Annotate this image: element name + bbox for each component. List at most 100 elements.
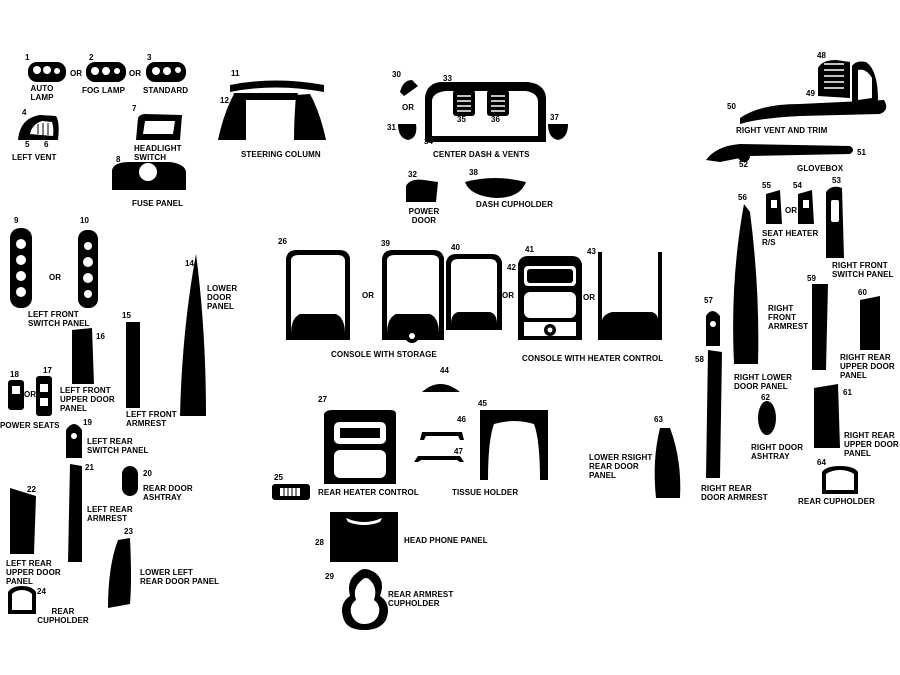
- or-separator: OR: [785, 206, 797, 215]
- or-separator: OR: [502, 291, 514, 300]
- part-number: 52: [739, 160, 748, 169]
- part-14-lower-door-panel: [180, 254, 206, 416]
- label-rear-cupholder-left: REAR CUPHOLDER: [37, 607, 89, 625]
- label-power-door: POWER DOOR: [408, 207, 440, 225]
- or-separator: OR: [49, 273, 61, 282]
- part-22-left-rear-upper-door-panel: [10, 488, 36, 554]
- part-25-rear-heater-control: [272, 484, 310, 500]
- label-left-rear-armrest: LEFT REAR ARMREST: [87, 505, 133, 523]
- part-8-fuse-panel: [112, 162, 186, 190]
- part-number: 2: [89, 53, 94, 62]
- label-left-front-switch-panel: LEFT FRONT SWITCH PANEL: [28, 310, 90, 328]
- part-number: 43: [587, 247, 596, 256]
- label-power-seats: POWER SEATS: [0, 421, 60, 430]
- label-right-rear-upper-door-panel-bottom: RIGHT REAR UPPER DOOR PANEL: [844, 431, 899, 458]
- part-number: 51: [857, 148, 866, 157]
- part-number: 40: [451, 243, 460, 252]
- part-31: [398, 124, 417, 140]
- part-number: 49: [806, 89, 815, 98]
- part-number: 18: [10, 370, 19, 379]
- part-number: 45: [478, 399, 487, 408]
- label-left-front-armrest: LEFT FRONT ARMREST: [126, 410, 177, 428]
- part-number: 41: [525, 245, 534, 254]
- part-44: [422, 384, 460, 392]
- part-number: 6: [44, 140, 49, 149]
- part-21-left-rear-armrest: [68, 464, 82, 562]
- label-steering-column: STEERING COLUMN: [241, 150, 321, 159]
- part-number: 42: [507, 263, 516, 272]
- part-number: 48: [817, 51, 826, 60]
- label-lower-rsight-rear-door-panel: LOWER RSIGHT REAR DOOR PANEL: [589, 453, 653, 480]
- label-fuse-panel: FUSE PANEL: [132, 199, 184, 208]
- part-48-right-vent: [818, 60, 878, 104]
- part-23-lower-left-rear-door-panel: [108, 538, 131, 608]
- part-46: [420, 432, 464, 440]
- part-number: 56: [738, 193, 747, 202]
- part-number: 63: [654, 415, 663, 424]
- part-26-console: [286, 250, 350, 340]
- part-number: 50: [727, 102, 736, 111]
- part-63-lower-right-rear-door-panel: [654, 428, 681, 498]
- label-headlight-switch: HEADLIGHT SWITCH: [134, 144, 182, 162]
- part-32-power-door: [406, 179, 438, 202]
- part-54-seat-heater: [798, 190, 814, 224]
- part-number: 14: [185, 259, 194, 268]
- label-dash-cupholder: DASH CUPHOLDER: [476, 200, 553, 209]
- part-number: 8: [116, 155, 121, 164]
- part-24-rear-cupholder: [8, 586, 36, 614]
- part-number: 26: [278, 237, 287, 246]
- part-45-tissue-holder: [480, 410, 548, 480]
- part-number: 33: [443, 74, 452, 83]
- label-left-vent: LEFT VENT: [12, 153, 57, 162]
- part-number: 23: [124, 527, 133, 536]
- label-tissue-holder: TISSUE HOLDER: [452, 488, 519, 497]
- part-1-auto-lamp: [28, 62, 66, 82]
- part-33-center-dash: [425, 82, 546, 142]
- part-11-steering-column: [218, 80, 326, 140]
- part-number: 60: [858, 288, 867, 297]
- part-number: 28: [315, 538, 324, 547]
- label-left-rear-upper-door-panel: LEFT REAR UPPER DOOR PANEL: [6, 559, 61, 586]
- label-right-door-ashtray: RIGHT DOOR ASHTRAY: [751, 443, 804, 461]
- label-console-with-storage: CONSOLE WITH STORAGE: [331, 350, 437, 359]
- part-2-fog-lamp: [86, 62, 126, 82]
- part-38-dash-cupholder: [465, 178, 526, 198]
- part-number: 25: [274, 473, 283, 482]
- label-auto-lamp: AUTO LAMP: [30, 84, 54, 102]
- label-fog-lamp: FOG LAMP: [82, 86, 126, 95]
- part-number: 37: [550, 113, 559, 122]
- part-4-left-vent: [18, 115, 59, 140]
- part-number: 31: [387, 123, 396, 132]
- part-number: 13: [285, 92, 294, 101]
- part-number: 19: [83, 418, 92, 427]
- part-41-console-heater-control: [518, 256, 582, 340]
- part-30: [400, 80, 418, 96]
- label-right-front-switch-panel: RIGHT FRONT SWITCH PANEL: [832, 261, 894, 279]
- part-19-left-rear-switch-panel: [66, 424, 82, 458]
- label-right-front-armrest: RIGHT FRONT ARMREST: [768, 304, 809, 331]
- label-center-dash-vents: CENTER DASH & VENTS: [433, 150, 530, 159]
- part-number: 36: [491, 115, 500, 124]
- part-53-right-front-switch-panel: [826, 186, 844, 258]
- label-console-with-heater-control: CONSOLE WITH HEATER CONTROL: [522, 354, 664, 363]
- part-number: 27: [318, 395, 327, 404]
- part-50-right-trim: [740, 100, 887, 124]
- part-number: 61: [843, 388, 852, 397]
- part-number: 15: [122, 311, 131, 320]
- part-20-rear-door-ashtray: [122, 466, 138, 496]
- part-number: 12: [220, 96, 229, 105]
- part-number: 17: [43, 366, 52, 375]
- part-number: 54: [793, 181, 802, 190]
- part-61-right-rear-upper-door-panel: [814, 384, 840, 448]
- part-10-left-front-switch-panel: [78, 230, 98, 308]
- part-number: 35: [457, 115, 466, 124]
- label-right-vent-and-trim: RIGHT VENT AND TRIM: [736, 126, 828, 135]
- part-43-console: [598, 252, 662, 340]
- or-separator: OR: [24, 390, 36, 399]
- part-59-right-front-armrest: [812, 284, 828, 370]
- part-number: 4: [22, 108, 27, 117]
- part-number: 20: [143, 469, 152, 478]
- label-lower-door-panel: LOWER DOOR PANEL: [207, 284, 238, 311]
- part-15-left-front-armrest: [126, 322, 140, 408]
